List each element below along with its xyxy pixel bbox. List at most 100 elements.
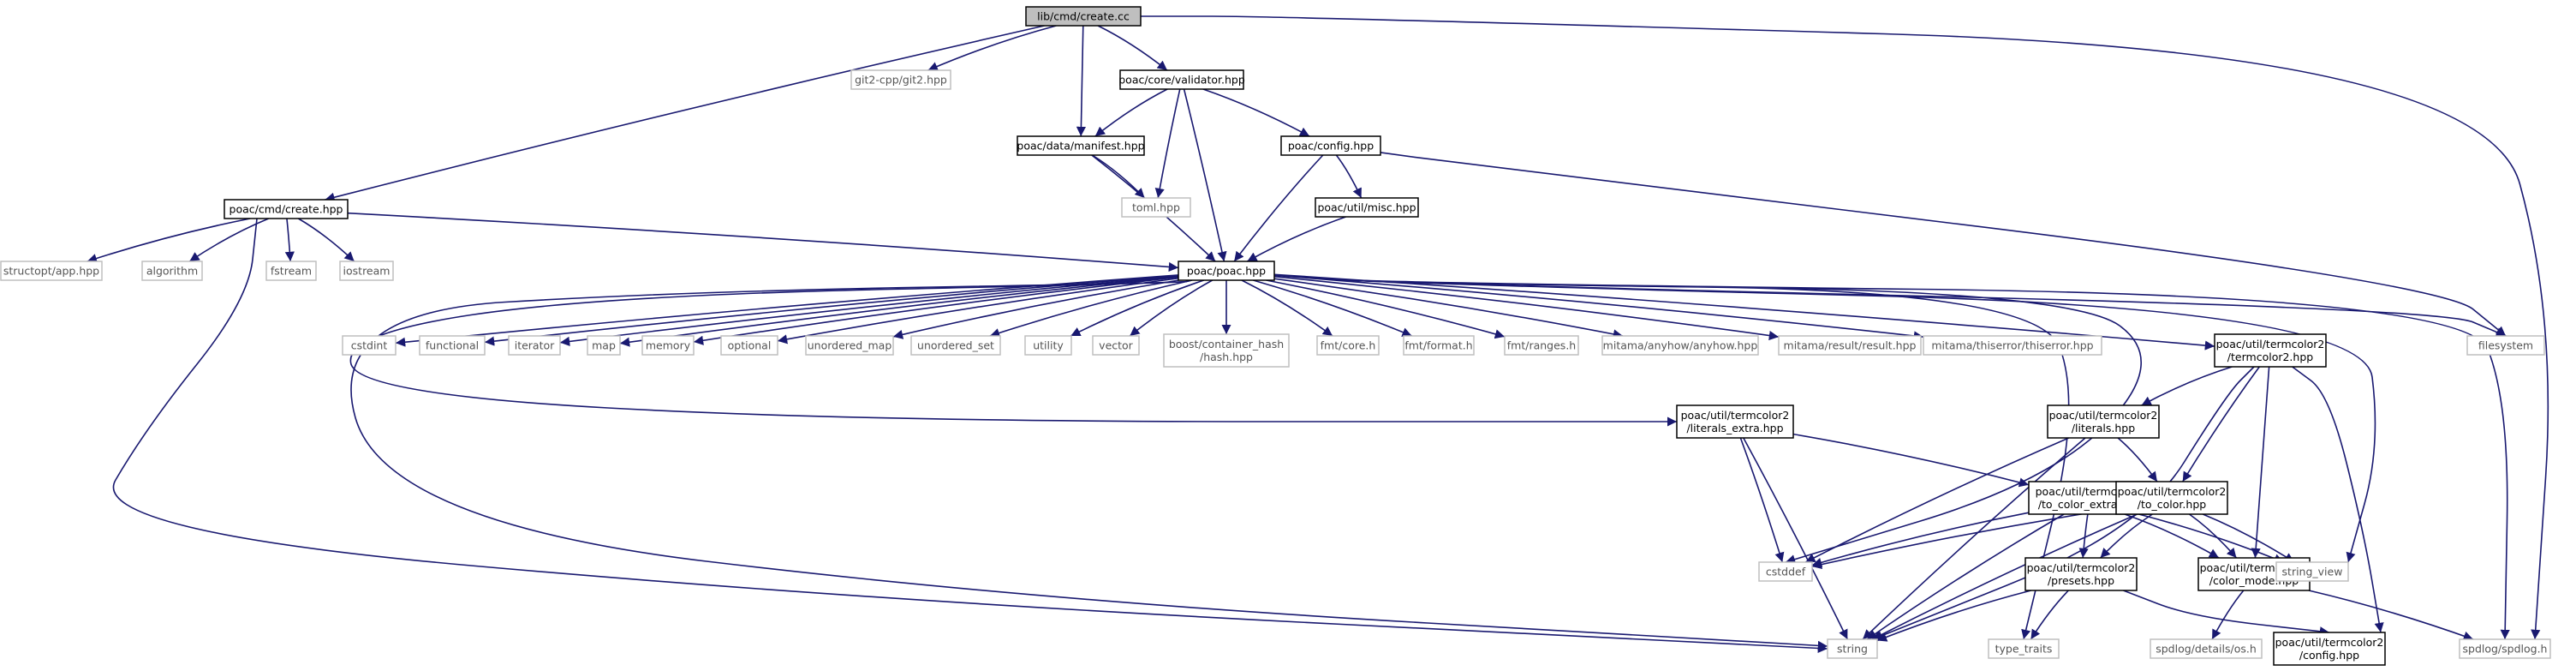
edge-tocolor-to-string — [1871, 513, 2138, 640]
edge-poachpp-to-unordered_set — [989, 279, 1193, 338]
node-label: /presets.hpp — [2048, 574, 2114, 587]
node-label: poac/util/termcolor2 — [2118, 485, 2227, 498]
node-label: utility — [1033, 339, 1064, 352]
edge-config-to-filesystem — [1380, 152, 2507, 337]
node-box — [339, 261, 394, 281]
edge-colormode-to-spdlog — [2308, 590, 2474, 641]
node-cstdint: cstdint — [342, 335, 397, 356]
node-validator[interactable]: poac/core/validator.hpp — [1118, 69, 1245, 90]
edge-validator-to-toml — [1154, 88, 1181, 199]
edge-poachpp-to-optional — [777, 277, 1179, 344]
edges-layer — [86, 15, 2549, 654]
node-label: spdlog/spdlog.h — [2463, 643, 2548, 656]
node-box — [224, 199, 349, 219]
node-label: optional — [728, 339, 772, 352]
node-label: poac/poac.hpp — [1187, 265, 1266, 278]
node-tcconfig[interactable]: poac/util/termcolor2/config.hpp — [2273, 632, 2386, 666]
node-spdlog: spdlog/spdlog.h — [2459, 638, 2551, 659]
edge-createhpp-to-poachpp — [347, 212, 1179, 273]
node-box — [141, 261, 203, 281]
node-unordered_map: unordered_map — [805, 335, 894, 356]
node-label: mitama/anyhow/anyhow.hpp — [1603, 339, 1758, 352]
node-box — [850, 69, 951, 90]
node-box — [1676, 404, 1794, 439]
edge-createhpp-to-string — [112, 218, 1828, 654]
node-thiserror: mitama/thiserror/thiserror.hpp — [1923, 335, 2102, 356]
edge-poachpp-to-fmtranges — [1266, 279, 1506, 339]
edge-colormode-to-osh — [2211, 590, 2245, 640]
edge-tocolor-to-colormode — [2189, 513, 2238, 559]
edge-tc2-to-colormode — [2251, 366, 2270, 559]
nodes-layer: lib/cmd/create.cc git2-cpp/git2.hpp poac/c… — [0, 6, 2551, 666]
node-label: poac/core/validator.hpp — [1118, 74, 1245, 87]
edge-tocolorextra-to-string — [1866, 513, 2065, 640]
node-root[interactable]: lib/cmd/create.cc — [1025, 6, 1142, 27]
node-box — [720, 335, 778, 356]
node-label: structopt/app.hpp — [3, 265, 99, 278]
edge-tocolorextra-to-string_view — [2138, 513, 2285, 564]
node-box — [2214, 333, 2327, 368]
edge-poachpp-to-utility — [1070, 279, 1204, 337]
node-cstddef: cstddef — [1758, 561, 1813, 582]
node-box — [2024, 557, 2138, 591]
node-label: fstream — [271, 265, 312, 278]
node-fmtformat: fmt/format.h — [1403, 335, 1475, 356]
node-anyhow: mitama/anyhow/anyhow.hpp — [1601, 335, 1759, 356]
node-label: /hash.hpp — [1200, 350, 1253, 363]
node-iostream: iostream — [339, 261, 394, 281]
node-result: mitama/result/result.hpp — [1778, 335, 1922, 356]
node-fstream: fstream — [265, 261, 317, 281]
node-label: poac/util/misc.hpp — [1317, 201, 1416, 214]
node-label: unordered_set — [917, 339, 994, 352]
node-label: git2-cpp/git2.hpp — [855, 74, 947, 87]
edge-literals-to-cstddef — [1804, 437, 2070, 563]
node-label: algorithm — [146, 265, 198, 278]
node-box — [1280, 135, 1381, 156]
node-presets[interactable]: poac/util/termcolor2/presets.hpp — [2024, 557, 2138, 591]
node-misc[interactable]: poac/util/misc.hpp — [1315, 197, 1419, 218]
node-box — [2466, 335, 2545, 356]
node-box — [265, 261, 317, 281]
edge-tocolorextra-to-colormode — [2124, 513, 2220, 559]
node-literals[interactable]: poac/util/termcolor2/literals.hpp — [2047, 404, 2160, 439]
edge-tc2-to-tcconfig — [2292, 366, 2384, 633]
node-label: poac/util/termcolor2 — [2216, 338, 2325, 350]
node-label: map — [592, 339, 616, 352]
node-label: iostream — [343, 265, 391, 278]
edge-tc2-to-literals — [2141, 366, 2233, 406]
node-poachpp[interactable]: poac/poac.hpp — [1178, 261, 1275, 281]
edge-createhpp-to-fstream — [284, 218, 295, 262]
node-tc2[interactable]: poac/util/termcolor2/termcolor2.hpp — [2214, 333, 2327, 368]
node-osh: spdlog/details/os.h — [2150, 638, 2263, 659]
node-box — [1119, 69, 1244, 90]
node-tocolor[interactable]: poac/util/termcolor2/to_color.hpp — [2115, 481, 2228, 515]
edge-poachpp-to-result — [1273, 275, 1780, 341]
node-box — [1601, 335, 1759, 356]
edge-createhpp-to-structopt — [86, 218, 251, 263]
node-box — [805, 335, 894, 356]
edge-config-to-misc — [1335, 154, 1363, 199]
edge-config-to-poachpp — [1233, 154, 1324, 262]
node-box — [2275, 561, 2349, 582]
edge-poachpp-to-memory — [693, 276, 1179, 345]
node-manifest[interactable]: poac/data/manifest.hpp — [1017, 135, 1145, 156]
node-label: vector — [1099, 339, 1134, 352]
node-createhpp[interactable]: poac/cmd/create.hpp — [224, 199, 349, 219]
edge-litextra-to-string — [1743, 437, 1849, 640]
node-label: poac/data/manifest.hpp — [1017, 140, 1144, 153]
edge-poachpp-to-string_view — [1273, 273, 2376, 563]
edge-presets-to-string — [1876, 590, 2031, 642]
node-label: functional — [426, 339, 479, 352]
node-label: /to_color_extra.hpp — [2038, 498, 2141, 511]
node-litextra[interactable]: poac/util/termcolor2/literals_extra.hpp — [1676, 404, 1794, 439]
edge-litextra-to-cstddef — [1739, 437, 1785, 563]
node-box — [1504, 335, 1579, 356]
edge-poachpp-to-unordered_map — [892, 279, 1179, 339]
node-label: poac/util/termcolor2 — [2027, 561, 2136, 574]
node-config[interactable]: poac/config.hpp — [1280, 135, 1381, 156]
node-label: poac/config.hpp — [1288, 140, 1374, 153]
edge-misc-to-poachpp — [1246, 216, 1346, 262]
edge-validator-to-config — [1202, 88, 1310, 137]
node-box — [1315, 197, 1419, 218]
node-box — [1092, 335, 1140, 356]
